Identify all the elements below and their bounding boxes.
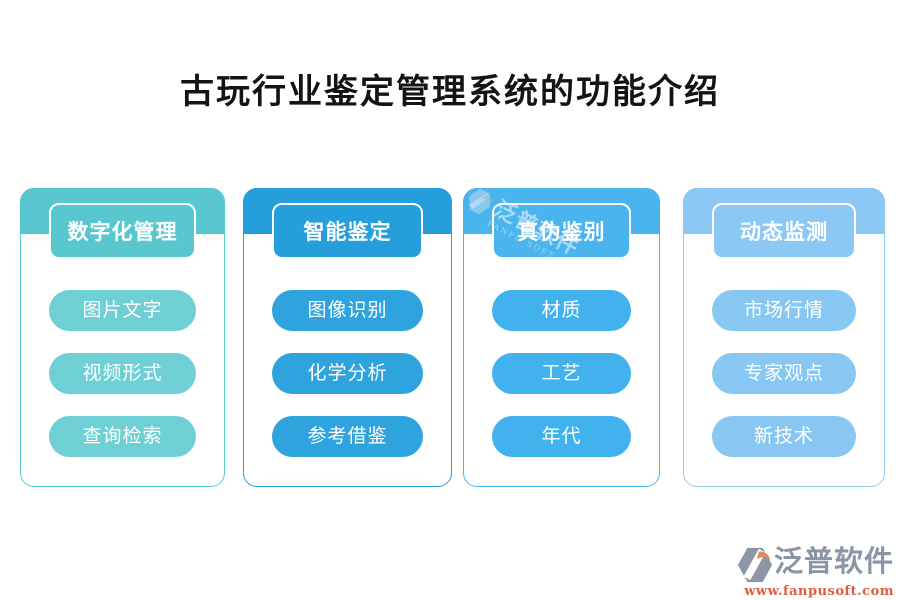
feature-pill: 材质 [492,290,631,331]
feature-pill: 图像识别 [272,290,423,331]
feature-pill: 工艺 [492,353,631,394]
feature-card-authenticity-check: 真伪鉴别 材质 工艺 年代 [463,188,660,487]
feature-pill: 化学分析 [272,353,423,394]
feature-list: 材质 工艺 年代 [492,290,631,457]
footer-brand-block: 泛普软件 www.fanpusoft.com [734,544,894,599]
feature-card-smart-appraisal: 智能鉴定 图像识别 化学分析 参考借鉴 [243,188,452,487]
brand-name: 泛普软件 [773,544,894,578]
feature-list: 市场行情 专家观点 新技术 [712,290,856,457]
card-header: 智能鉴定 [272,203,423,259]
page-title: 古玩行业鉴定管理系统的功能介绍 [180,72,720,112]
feature-pill: 专家观点 [712,353,856,394]
feature-pill: 年代 [492,416,631,457]
card-header-label: 真伪鉴别 [517,218,606,244]
card-header: 动态监测 [712,203,856,259]
card-header: 真伪鉴别 [492,203,631,259]
card-header-label: 动态监测 [740,218,828,244]
card-header: 数字化管理 [49,203,196,259]
feature-list: 图像识别 化学分析 参考借鉴 [272,290,423,457]
fanpu-logo-icon [736,546,774,584]
feature-pill: 新技术 [712,416,856,457]
feature-card-digital-management: 数字化管理 图片文字 视频形式 查询检索 [20,188,225,487]
feature-pill: 参考借鉴 [272,416,423,457]
feature-pill: 视频形式 [49,353,196,394]
feature-pill: 市场行情 [712,290,856,331]
brand-website: www.fanpusoft.com [744,584,894,599]
feature-list: 图片文字 视频形式 查询检索 [49,290,196,457]
feature-pill: 查询检索 [49,416,196,457]
feature-card-dynamic-monitoring: 动态监测 市场行情 专家观点 新技术 [683,188,885,487]
card-header-label: 数字化管理 [67,218,178,244]
card-header-label: 智能鉴定 [303,218,392,244]
feature-pill: 图片文字 [49,290,196,331]
